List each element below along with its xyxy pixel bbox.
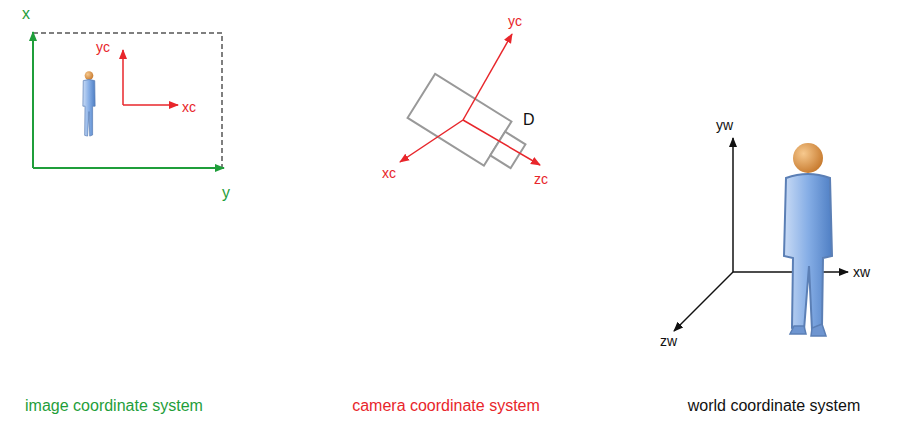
axis-label: yc: [96, 40, 110, 54]
axis-label: yw: [716, 118, 733, 132]
image-frame: [33, 32, 224, 168]
axis-label: y: [222, 185, 230, 201]
axis-label: yc: [508, 14, 522, 28]
axis-label: xc: [182, 100, 196, 114]
caption-text: world coordinate system: [688, 398, 861, 414]
dimension-label: D: [523, 112, 535, 128]
axis-label: x: [22, 6, 30, 22]
axis-label: zw: [660, 334, 677, 348]
person-large: [784, 143, 832, 336]
person-small: [83, 71, 95, 136]
camera-axes: [400, 34, 540, 165]
caption-text: image coordinate system: [25, 398, 203, 414]
axis-label: xw: [853, 265, 870, 279]
camera-body: [408, 74, 532, 179]
axis-label: zc: [534, 172, 548, 186]
caption-text: camera coordinate system: [352, 398, 540, 414]
world-axes: [674, 138, 848, 331]
axis-label: xc: [382, 166, 396, 180]
